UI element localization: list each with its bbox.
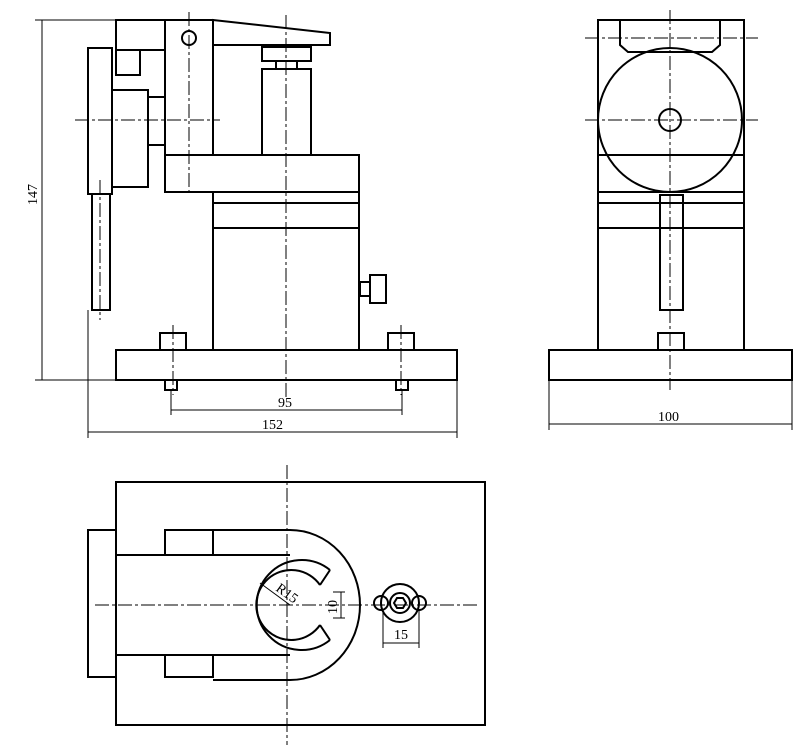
dim-152: 152 xyxy=(262,418,283,433)
front-view: 147 95 152 xyxy=(26,12,458,438)
top-view: R15 10 15 xyxy=(87,465,486,745)
dim-10: 10 xyxy=(326,600,341,614)
dim-100: 100 xyxy=(658,410,679,425)
dim-95: 95 xyxy=(278,396,292,411)
side-view: 100 xyxy=(548,10,793,430)
dim-15: 15 xyxy=(394,628,408,643)
dim-147: 147 xyxy=(26,184,41,205)
